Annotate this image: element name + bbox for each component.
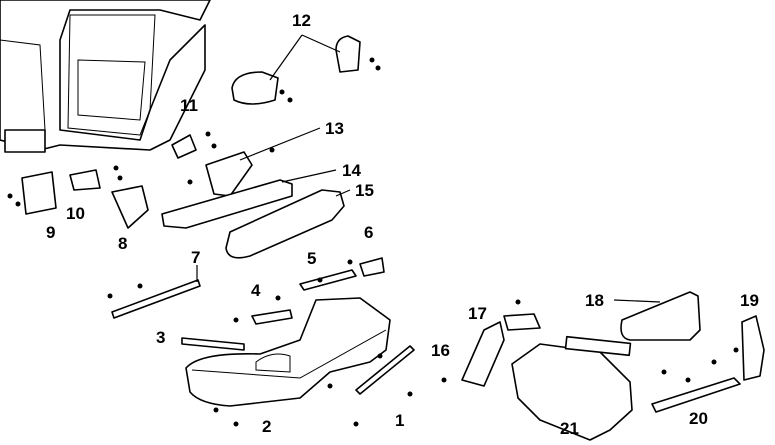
callout-13: 13	[325, 119, 344, 138]
callout-7: 7	[191, 248, 200, 267]
part-16-trim	[461, 321, 505, 387]
part-10-bracket	[69, 169, 101, 191]
part-13-bracket	[205, 151, 253, 197]
callout-14: 14	[342, 161, 361, 180]
callout-12: 12	[292, 11, 311, 30]
callout-9: 9	[46, 223, 55, 242]
callout-17: 17	[468, 304, 487, 323]
fasteners	[7, 57, 739, 427]
part-18-cover	[620, 291, 701, 341]
callout-3: 3	[156, 328, 165, 347]
callout-11: 11	[180, 96, 198, 115]
callout-10: 10	[66, 204, 85, 223]
part-7-strip	[111, 279, 201, 319]
part-19-trim	[741, 315, 765, 381]
part-1-strip	[355, 345, 415, 395]
callout-2: 2	[262, 417, 271, 436]
part-5-bracket	[299, 269, 357, 291]
part-17-bracket	[503, 313, 541, 331]
part-14-reinforcement	[161, 179, 293, 229]
part-11-bracket	[171, 134, 197, 159]
callout-16: 16	[431, 341, 450, 360]
callout-6: 6	[364, 223, 373, 242]
part-4-bracket	[251, 309, 293, 325]
part-12-bumper-bracket	[231, 34, 361, 105]
part-8-bracket	[111, 185, 149, 229]
part-9-plate	[21, 171, 57, 215]
callout-18: 18	[585, 291, 604, 310]
callout-20: 20	[689, 409, 708, 428]
callout-1: 1	[395, 411, 404, 430]
callout-8: 8	[118, 234, 127, 253]
part-20-strip	[651, 377, 741, 413]
callout-15: 15	[355, 181, 374, 200]
callout-21: 21	[560, 419, 579, 438]
part-15-energy-absorber	[225, 189, 345, 259]
callout-4: 4	[251, 281, 261, 300]
callout-5: 5	[307, 249, 316, 268]
part-3-strip	[181, 337, 245, 351]
callout-19: 19	[740, 291, 759, 310]
part-6-bracket	[359, 257, 385, 277]
vehicle-rear	[0, 0, 211, 153]
part-2-bumper-cover	[185, 297, 391, 407]
